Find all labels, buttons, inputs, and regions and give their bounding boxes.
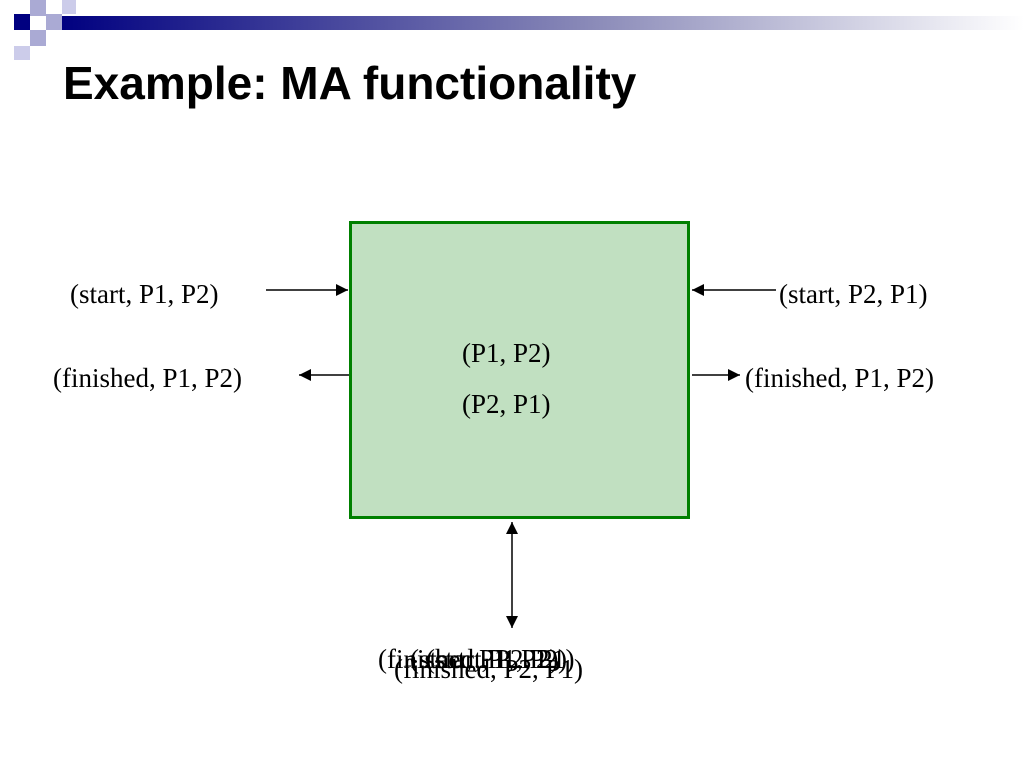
header-gradient-bar — [60, 16, 1024, 30]
decor-square-light — [30, 30, 46, 46]
decor-square-light — [46, 14, 62, 30]
box-line-1: (P1, P2) — [462, 338, 551, 368]
decor-square-light — [30, 0, 46, 16]
label-bottom-2: (start, P1, P2) — [410, 644, 559, 674]
label-left-in: (start, P1, P2) — [70, 279, 219, 309]
slide-title: Example: MA functionality — [63, 57, 637, 109]
ma-box — [349, 221, 690, 519]
label-right-out: (finished, P1, P2) — [745, 363, 934, 393]
box-line-2: (P2, P1) — [462, 389, 551, 419]
label-right-in: (start, P2, P1) — [779, 279, 928, 309]
header-decoration — [14, 0, 1024, 60]
decor-square-light — [14, 46, 30, 60]
decor-square-light — [62, 0, 76, 14]
decor-square-dark — [14, 14, 30, 30]
label-bottom-4: (finished, P2, P1) — [394, 654, 583, 684]
label-bottom-3: (start, P2, P1) — [426, 644, 575, 674]
label-left-out: (finished, P1, P2) — [53, 363, 242, 393]
label-bottom-1: (finished, P1, P2) — [378, 644, 567, 674]
